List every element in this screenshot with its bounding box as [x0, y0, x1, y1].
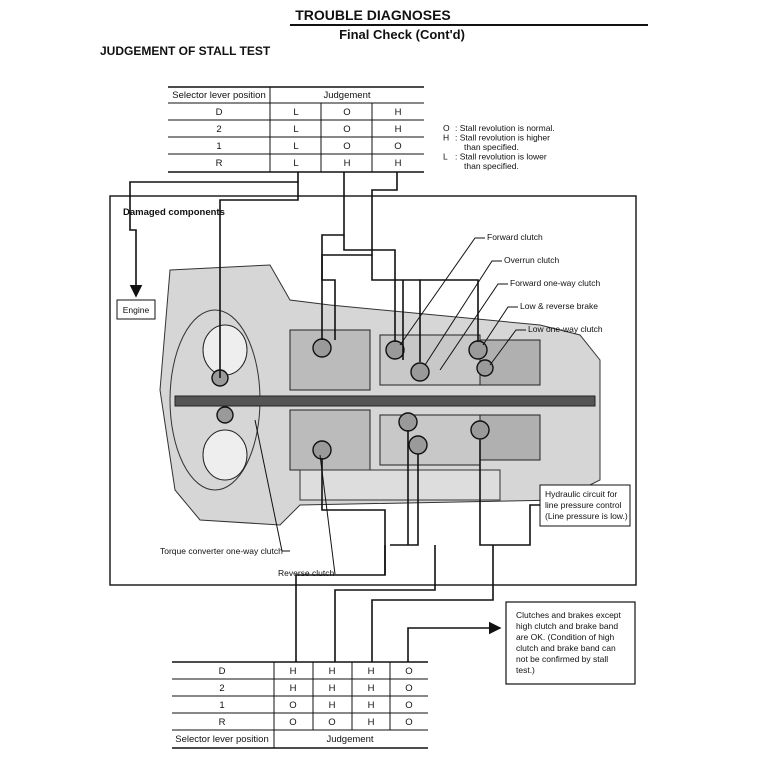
row-position: 1 [216, 141, 221, 152]
judgement-cell: L [293, 141, 298, 152]
legend-text: than specified. [464, 161, 519, 171]
judgement-cell: H [329, 666, 336, 677]
label-low-one-way-clutch: Low one-way clutch [528, 324, 603, 334]
engine-box [116, 299, 156, 320]
judgement-cell: O [405, 700, 412, 711]
callout-box [505, 601, 636, 685]
row-position: 2 [219, 683, 224, 694]
column-header-position: Selector lever position [172, 90, 265, 101]
hydraulic-circuit-box [539, 484, 631, 527]
legend-symbol: O [443, 123, 450, 133]
column-header-position: Selector lever position [175, 734, 268, 745]
judgement-cell: H [368, 700, 375, 711]
judgement-cell: H [368, 717, 375, 728]
callout-text: high clutch and brake band [516, 621, 618, 631]
row-position: D [219, 666, 226, 677]
judgement-cell: O [343, 141, 350, 152]
judgement-cell: H [329, 683, 336, 694]
judgement-cell: H [290, 683, 297, 694]
engine-label: Engine [123, 305, 150, 315]
damaged-components-title: Damaged components [123, 207, 225, 218]
label-forward-clutch: Forward clutch [487, 232, 543, 242]
transmission-cutaway [159, 264, 601, 526]
judgement-cell: H [395, 107, 402, 118]
callout-text: Clutches and brakes except [516, 610, 622, 620]
judgement-cell: L [293, 124, 298, 135]
legend-symbol: L [443, 152, 448, 162]
legend-text: : Stall revolution is lower [455, 152, 547, 162]
legend: O : Stall revolution is normal. H : Stall r… [443, 123, 555, 171]
page-subtitle: Final Check (Cont'd) [339, 27, 465, 42]
column-header-judgement: Judgement [323, 90, 370, 101]
judgement-cell: O [405, 683, 412, 694]
column-header-judgement: Judgement [326, 734, 373, 745]
callout-text: clutch and brake band can [516, 643, 616, 653]
label-low-reverse-brake: Low & reverse brake [520, 301, 598, 311]
judgement-cell: H [368, 666, 375, 677]
label-forward-one-way-clutch: Forward one-way clutch [510, 278, 601, 288]
judgement-cell: H [344, 158, 351, 169]
section-title: JUDGEMENT OF STALL TEST [100, 44, 271, 58]
judgement-cell: H [329, 700, 336, 711]
label-torque-converter-one-way-clutch: Torque converter one-way clutch [160, 546, 283, 556]
judgement-cell: L [293, 107, 298, 118]
row-position: R [216, 158, 223, 169]
legend-text: than specified. [464, 142, 519, 152]
legend-text: : Stall revolution is higher [455, 133, 550, 143]
judgement-cell: O [289, 700, 296, 711]
legend-text: : Stall revolution is normal. [455, 123, 555, 133]
judgement-cell: H [395, 124, 402, 135]
judgement-cell: O [405, 717, 412, 728]
row-position: 1 [219, 700, 224, 711]
judgement-cell: O [289, 717, 296, 728]
label-overrun-clutch: Overrun clutch [504, 255, 560, 265]
judgement-cell: O [328, 717, 335, 728]
row-position: D [216, 107, 223, 118]
judgement-cell: O [394, 141, 401, 152]
judgement-cell: L [293, 158, 298, 169]
judgement-cell: O [343, 124, 350, 135]
judgement-cell: H [395, 158, 402, 169]
judgement-cell: O [343, 107, 350, 118]
judgement-cell: H [290, 666, 297, 677]
page-title: TROUBLE DIAGNOSES [295, 7, 451, 23]
hydraulic-circuit-text: line pressure control [545, 500, 622, 510]
callout-text: are OK. (Condition of high [516, 632, 615, 642]
label-reverse-clutch: Reverse clutch [278, 568, 334, 578]
callout-text: not be confirmed by stall [516, 654, 608, 664]
judgement-cell: O [405, 666, 412, 677]
hydraulic-circuit-text: (Line pressure is low.) [545, 511, 628, 521]
row-position: R [219, 717, 226, 728]
row-position: 2 [216, 124, 221, 135]
damaged-components-frame [109, 195, 637, 586]
legend-symbol: H [443, 133, 449, 143]
judgement-cell: H [368, 683, 375, 694]
connector-lines [129, 172, 540, 662]
hydraulic-circuit-text: Hydraulic circuit for [545, 489, 617, 499]
callout-text: test.) [516, 665, 535, 675]
